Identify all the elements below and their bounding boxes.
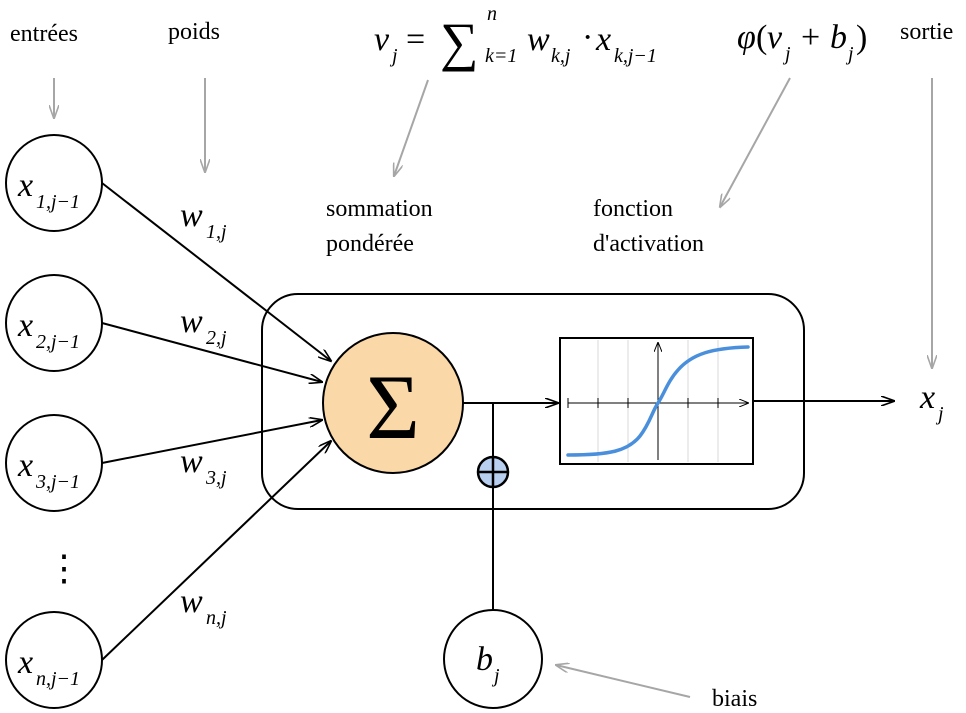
bias-annotation-arrow <box>556 665 691 698</box>
weight-label-1: w 1,j <box>180 197 227 243</box>
input-node-2-var: x <box>17 307 33 344</box>
edge-input-1 <box>101 182 331 361</box>
output-node: x j <box>919 379 944 425</box>
formula-phi: φ <box>737 19 756 56</box>
activation-label-line2: d'activation <box>593 231 704 257</box>
weight-3-var: w <box>180 443 203 480</box>
formula-equals: = <box>406 21 425 58</box>
weight-n-subscript: n,j <box>206 607 227 629</box>
summation-node: Σ <box>322 332 464 474</box>
weights-label: poids <box>168 19 220 45</box>
formula-activation-v-subscript: j <box>782 43 791 65</box>
weight-1-var: w <box>180 197 203 234</box>
formula-dot: · <box>582 19 593 56</box>
weighted-sum-label-line1: sommation <box>326 196 433 222</box>
weight-3-subscript: 3,j <box>205 467 227 489</box>
activation-formula: φ ( v j + b j ) <box>737 19 867 65</box>
input-node-3-var: x <box>17 447 33 484</box>
bias-node-circle <box>443 609 543 709</box>
formula-upper-limit: n <box>487 3 497 25</box>
input-node-3: x 3,j−1 <box>5 414 103 512</box>
formula-close-paren: ) <box>856 19 867 56</box>
input-node-1: x 1,j−1 <box>5 134 103 232</box>
activation-plot <box>559 337 754 465</box>
formula-w-subscript: k,j <box>551 45 571 67</box>
formula-b: b <box>830 19 847 56</box>
weight-2-var: w <box>180 303 203 340</box>
output-subscript: j <box>935 403 944 425</box>
summation-symbol: Σ <box>366 356 420 458</box>
formula-lower-limit: k=1 <box>485 45 517 67</box>
sigmoid-curve <box>566 345 750 457</box>
formula-x-subscript: k,j−1 <box>614 45 657 67</box>
formula-w: w <box>527 21 550 58</box>
weight-1-subscript: 1,j <box>206 221 227 243</box>
edge-input-n <box>101 441 331 661</box>
weight-label-n: w n,j <box>180 583 227 629</box>
formula-v: v <box>374 21 390 58</box>
input-node-1-subscript: 1,j−1 <box>36 191 80 213</box>
bias-label: biais <box>712 686 757 712</box>
formula-sigma: ∑ <box>440 12 479 72</box>
activation-annotation-arrow <box>720 77 791 207</box>
inputs-ellipsis: ⋮ <box>46 548 82 588</box>
edge-input-2 <box>101 322 322 382</box>
bias-node-subscript: j <box>491 665 500 687</box>
input-node-n: x n,j−1 <box>5 611 103 709</box>
input-node-2-circle <box>5 274 103 372</box>
input-node-1-circle <box>5 134 103 232</box>
input-node-1-var: x <box>17 167 33 204</box>
input-node-2: x 2,j−1 <box>5 274 103 372</box>
formula-open-paren: ( <box>756 19 767 56</box>
activation-plot-frame <box>559 337 754 465</box>
input-node-3-subscript: 3,j−1 <box>35 471 80 493</box>
bias-adder <box>476 455 510 489</box>
bias-node-var: b <box>476 641 493 678</box>
input-node-n-subscript: n,j−1 <box>36 668 80 690</box>
input-node-n-var: x <box>17 644 33 681</box>
formula-v-subscript: j <box>389 45 398 67</box>
weight-n-var: w <box>180 583 203 620</box>
weighted-sum-label-line2: pondérée <box>326 231 414 257</box>
summation-formula: v j = ∑ n k=1 w k,j · x k,j−1 <box>374 3 657 72</box>
formula-activation-v: v <box>767 19 783 56</box>
activation-label-line1: fonction <box>593 196 673 222</box>
weight-label-3: w 3,j <box>180 443 227 489</box>
weight-label-2: w 2,j <box>180 303 227 349</box>
input-node-3-circle <box>5 414 103 512</box>
input-node-n-circle <box>5 611 103 709</box>
inputs-label: entrées <box>10 21 78 47</box>
formula-x: x <box>595 21 611 58</box>
bias-node: b j <box>443 609 543 709</box>
formula-plus: + <box>801 19 820 56</box>
formula-b-subscript: j <box>845 43 854 65</box>
output-label: sortie <box>900 19 953 45</box>
input-node-2-subscript: 2,j−1 <box>36 331 80 353</box>
formula-annotation-arrow <box>394 79 429 176</box>
weight-2-subscript: 2,j <box>206 327 227 349</box>
output-var: x <box>919 379 935 416</box>
edge-input-3 <box>101 420 322 464</box>
